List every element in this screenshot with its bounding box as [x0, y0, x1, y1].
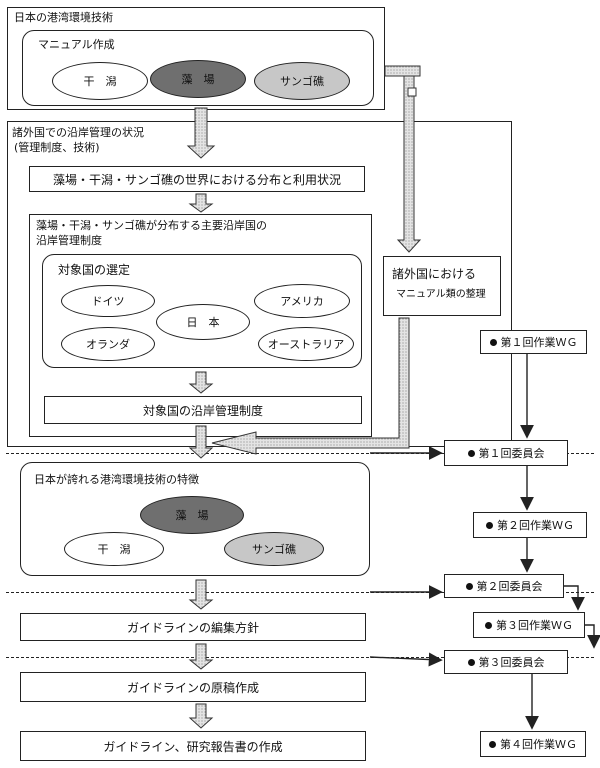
arrow-system-to-features	[188, 425, 214, 459]
meeting-committee3: 第３回委員会	[444, 650, 568, 674]
separator-1	[6, 453, 594, 454]
step-editing-policy: ガイドラインの編集方針	[20, 613, 366, 641]
foreign-management-title: 諸外国での沿岸管理の状況	[12, 126, 144, 139]
coastal-countries-title-line1: 藻場・干潟・サンゴ礁が分布する主要沿岸国の	[36, 219, 267, 232]
distribution-box: 藻場・干潟・サンゴ礁の世界における分布と利用状況	[29, 166, 365, 192]
arrow-down-to-manuals	[396, 75, 422, 253]
foreign-manuals-box	[383, 256, 501, 316]
step-report-creation: ガイドライン、研究報告書の作成	[20, 731, 366, 761]
arrow-top-to-foreign	[186, 107, 216, 159]
country-selection-title: 対象国の選定	[58, 263, 131, 277]
country-japan: 日 本	[156, 304, 250, 340]
main-flow-arrows	[186, 65, 422, 729]
separator-2	[6, 592, 594, 593]
coastal-countries-title-line2: 沿岸管理制度	[36, 234, 102, 247]
step-draft-creation: ガイドラインの原稿作成	[20, 672, 366, 702]
foreign-manuals-line1: 諸外国における	[392, 267, 477, 281]
top-ellipse-coral-reef: サンゴ礁	[254, 62, 350, 100]
meeting-wg1: 第１回作業ＷＧ	[480, 330, 587, 354]
manual-creation-title: マニュアル作成	[38, 38, 115, 51]
japan-technology-title: 日本の港湾環境技術	[14, 11, 113, 24]
arrow-draft-to-report	[188, 703, 214, 729]
arrow-features-to-policy	[188, 579, 214, 610]
band-corner-marker	[407, 87, 417, 97]
target-country-system-box: 対象国の沿岸管理制度	[44, 396, 362, 424]
meeting-committee2: 第２回委員会	[444, 574, 564, 598]
japan-ellipse-coral-reef: サンゴ礁	[224, 532, 324, 566]
japan-ellipse-seaweed-bed: 藻 場	[140, 496, 244, 534]
country-australia: オーストラリア	[258, 327, 354, 361]
japan-ellipse-tidal-flat: 干 潟	[64, 532, 164, 566]
arrow-policy-to-draft	[188, 643, 214, 670]
foreign-management-subtitle: (管理制度、技術)	[14, 141, 100, 154]
arrow-distribution-to-countries	[188, 193, 214, 213]
foreign-manuals-line2: マニュアル類の整理	[396, 289, 486, 300]
arrow-manuals-return	[211, 317, 410, 455]
meeting-committee1: 第１回委員会	[444, 440, 568, 466]
meeting-wg4: 第４回作業ＷＧ	[480, 731, 586, 757]
top-ellipse-tidal-flat: 干 潟	[52, 62, 148, 100]
meeting-connectors	[369, 354, 600, 730]
country-germany: ドイツ	[61, 285, 155, 317]
japan-features-title: 日本が誇れる港湾環境技術の特徴	[34, 473, 199, 486]
separator-3	[6, 657, 594, 658]
meeting-wg3: 第３回作業ＷＧ	[473, 612, 585, 638]
arrow-selection-to-system	[188, 371, 214, 394]
top-ellipse-seaweed-bed: 藻 場	[150, 60, 246, 98]
meeting-wg2: 第２回作業ＷＧ	[473, 512, 587, 538]
country-netherlands: オランダ	[61, 327, 155, 361]
country-usa: アメリカ	[254, 284, 350, 318]
arrow-top-to-right	[384, 65, 421, 77]
